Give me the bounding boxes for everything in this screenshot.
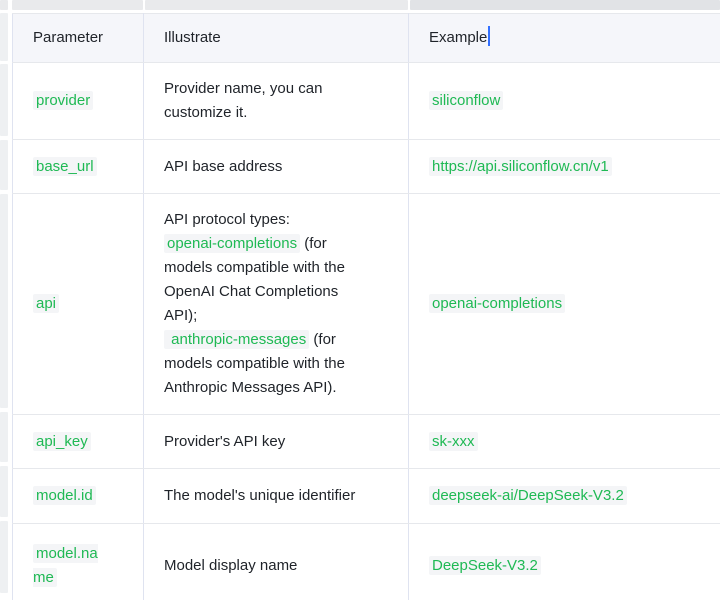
text-line: OpenAI Chat Completions	[164, 280, 396, 304]
text-line: customize it.	[164, 101, 396, 125]
cell-parameter[interactable]: provider	[12, 62, 144, 140]
text-line: Model display name	[164, 554, 396, 578]
row-grip-header[interactable]	[0, 13, 8, 61]
column-grip-parameter[interactable]	[12, 0, 143, 10]
cell-parameter[interactable]: api	[12, 193, 144, 415]
cell-example[interactable]: deepseek-ai/DeepSeek-V3.2	[408, 468, 720, 524]
row-grip-2[interactable]	[0, 140, 8, 190]
text-line: models compatible with the	[164, 352, 396, 376]
parameter-code: model.name	[33, 543, 98, 587]
text-line: Provider's API key	[164, 430, 396, 454]
row-grip-6[interactable]	[0, 521, 8, 593]
table-row: model.name Model display name DeepSeek-V3.…	[12, 523, 720, 600]
text-line: API protocol types:	[164, 208, 396, 232]
column-header-label: Parameter	[33, 29, 104, 46]
cell-example[interactable]: siliconflow	[408, 62, 720, 140]
table-body: provider Provider name, you can customize …	[12, 62, 720, 600]
column-grip-example[interactable]	[410, 0, 720, 10]
example-code: deepseek-ai/DeepSeek-V3.2	[429, 486, 627, 505]
text-segment: (for	[309, 331, 336, 348]
text-segment: (for	[300, 235, 327, 252]
text-segment: Provider's API key	[164, 432, 286, 450]
text-cursor	[488, 26, 491, 46]
cell-illustrate[interactable]: API protocol types: openai-completions (f…	[143, 193, 409, 415]
cell-illustrate[interactable]: The model's unique identifier	[143, 468, 409, 524]
text-segment: customize it.	[164, 104, 248, 121]
table-row: provider Provider name, you can customize …	[12, 62, 720, 140]
column-header-label: Illustrate	[164, 29, 221, 46]
column-header-example[interactable]: Example	[408, 13, 720, 63]
example-code: https://api.siliconflow.cn/v1	[429, 156, 612, 176]
text-segment: models compatible with the	[164, 355, 345, 372]
column-grip-illustrate[interactable]	[145, 0, 408, 10]
text-line: API);	[164, 304, 396, 328]
example-code: openai-completions	[429, 294, 566, 313]
cell-parameter[interactable]: base_url	[12, 139, 144, 194]
cell-parameter[interactable]: api_key	[12, 414, 144, 469]
text-line: API base address	[164, 155, 396, 179]
text-segment: models compatible with the	[164, 259, 345, 276]
column-header-label: Example	[429, 29, 488, 46]
table-row: api_key Provider's API key sk-xxx	[12, 414, 720, 469]
text-segment: The model's unique identifier	[164, 487, 356, 504]
cell-parameter[interactable]: model.id	[12, 468, 144, 524]
row-grip-3[interactable]	[0, 194, 8, 408]
text-segment: Anthropic Messages API).	[164, 379, 337, 396]
row-grip-1[interactable]	[0, 64, 8, 136]
table-corner-grip[interactable]	[0, 0, 8, 10]
parameter-code: base_url	[33, 156, 97, 176]
text-line: Provider name, you can	[164, 77, 396, 101]
parameter-code: api_key	[33, 431, 91, 451]
cell-example[interactable]: https://api.siliconflow.cn/v1	[408, 139, 720, 194]
cell-parameter[interactable]: model.name	[12, 523, 144, 600]
table-row: api API protocol types: openai-completions…	[12, 193, 720, 415]
parameter-code: provider	[33, 91, 94, 110]
column-header-parameter[interactable]: Parameter	[12, 13, 144, 63]
text-segment: Provider name, you can	[164, 80, 323, 97]
parameter-code: model.id	[33, 486, 96, 505]
cell-illustrate[interactable]: Provider's API key	[143, 414, 409, 469]
text-line: openai-completions (for	[164, 232, 396, 256]
text-segment: API base address	[164, 157, 283, 175]
text-line: The model's unique identifier	[164, 484, 396, 508]
cell-example[interactable]: DeepSeek-V3.2	[408, 523, 720, 600]
text-segment: API protocol types:	[164, 211, 290, 228]
inline-code: openai-completions	[164, 234, 301, 253]
column-header-illustrate[interactable]: Illustrate	[143, 13, 409, 63]
example-code: DeepSeek-V3.2	[429, 555, 541, 575]
text-segment: API);	[164, 307, 198, 324]
parameter-code: api	[33, 294, 60, 313]
row-grip-4[interactable]	[0, 412, 8, 462]
cell-example[interactable]: sk-xxx	[408, 414, 720, 469]
table-row: base_url API base address https://api.sili…	[12, 139, 720, 194]
header-row: Parameter Illustrate Example	[12, 13, 720, 63]
inline-code: anthropic-messages	[164, 330, 310, 349]
text-line: anthropic-messages (for	[164, 328, 396, 352]
text-segment: Model display name	[164, 556, 298, 574]
table-row: model.id The model's unique identifier dee…	[12, 468, 720, 524]
text-line: models compatible with the	[164, 256, 396, 280]
cell-example[interactable]: openai-completions	[408, 193, 720, 415]
cell-illustrate[interactable]: Provider name, you can customize it.	[143, 62, 409, 140]
example-code: siliconflow	[429, 91, 504, 110]
row-grip-5[interactable]	[0, 466, 8, 517]
text-segment: OpenAI Chat Completions	[164, 283, 339, 300]
example-code: sk-xxx	[429, 431, 478, 451]
cell-illustrate[interactable]: Model display name	[143, 523, 409, 600]
text-line: Anthropic Messages API).	[164, 376, 396, 400]
cell-illustrate[interactable]: API base address	[143, 139, 409, 194]
